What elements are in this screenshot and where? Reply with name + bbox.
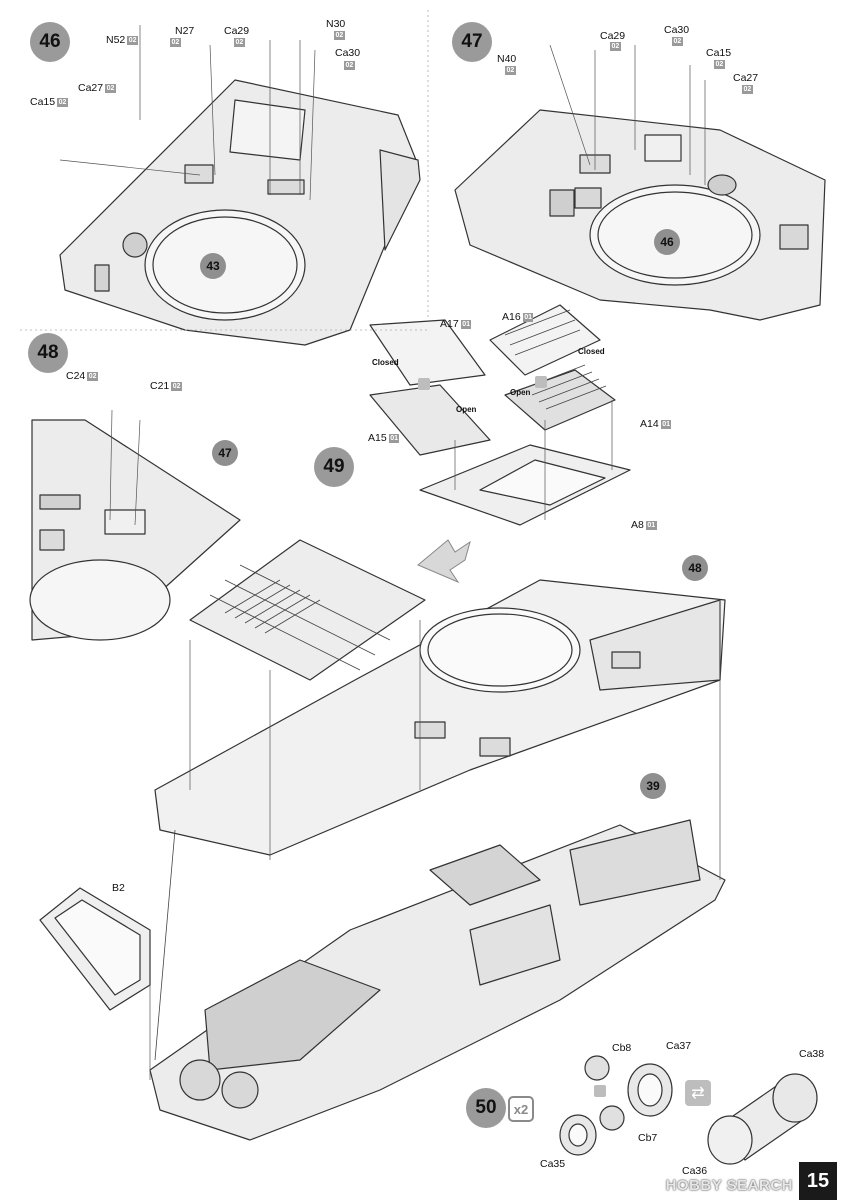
hatch-a15 [369,384,491,456]
step46-hatch [229,99,306,161]
ref-39: 39 [640,773,666,799]
step46-wing [379,149,421,251]
hatch-a17 [369,319,486,386]
step-48-badge: 48 [28,333,68,373]
glue-icon-cb8 [594,1085,606,1097]
label-b2: B2 [112,882,125,894]
page-number: 15 [799,1162,837,1200]
label-ca27-b: Ca27 [733,72,759,84]
step-50-badge: 50 [466,1088,506,1128]
label-closed-a16: Closed [578,347,605,356]
label-cb7: Cb7 [638,1132,658,1144]
label-ca36: Ca36 [682,1165,708,1177]
sprue-tag-ca15b: 02 [714,60,725,69]
label-cb8: Cb8 [612,1042,632,1054]
label-ca35: Ca35 [540,1158,566,1170]
label-n30: N30 [326,18,346,30]
hobby-search-watermark: HOBBY SEARCH [665,1177,793,1194]
label-ca29-a: Ca29 [224,25,250,37]
direction-arrow [417,539,471,584]
ref-47: 47 [212,440,238,466]
label-ca37: Ca37 [666,1040,692,1052]
part-ca38 [772,1073,818,1123]
label-closed-a17: Closed [372,358,399,367]
label-ca30-b: Ca30 [664,24,690,36]
multiplier-badge: x2 [508,1096,534,1122]
sprue-tag-ca29a: 02 [234,38,245,47]
ref-46: 46 [654,229,680,255]
sprue-tag-ca29b: 02 [610,42,621,51]
sprue-tag-ca30b: 02 [672,37,683,46]
glue-icon-a15 [418,378,430,390]
sprue-tag-n27: 02 [170,38,181,47]
part-cb7 [599,1105,625,1131]
label-n40: N40 [497,53,517,65]
sprue-tag-n30: 02 [334,31,345,40]
ref-48: 48 [682,555,708,581]
grille-a14 [504,369,616,431]
label-open-a15: Open [456,405,477,414]
label-ca29-b: Ca29 [600,30,626,42]
label-open-a14: Open [510,388,531,397]
glue-icon-a14 [535,376,547,388]
step-49-badge: 49 [314,447,354,487]
part-cb8 [584,1055,610,1081]
label-ca38: Ca38 [799,1048,825,1060]
step-47-badge: 47 [452,22,492,62]
rotate-icon: ⇄ [685,1080,711,1106]
label-ca15-b: Ca15 [706,47,732,59]
step-46-badge: 46 [30,22,70,62]
sprue-tag-ca30a: 02 [344,61,355,70]
hatch-a16 [489,304,601,376]
sprue-tag-ca27b: 02 [742,85,753,94]
upper-turret-ring [419,607,581,693]
sprue-tag-n40: 02 [505,66,516,75]
engine-deck [189,539,426,681]
label-ca30-a: Ca30 [335,47,361,59]
ref-43: 43 [200,253,226,279]
label-n27: N27 [175,25,195,37]
